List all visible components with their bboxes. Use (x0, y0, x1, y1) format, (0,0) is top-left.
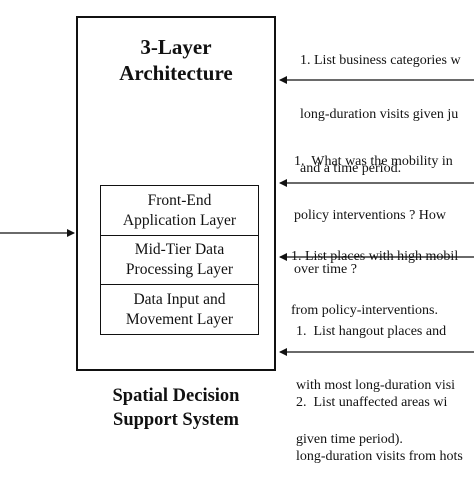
mid-tier-data-processing-layer: Mid-Tier Data Processing Layer (100, 235, 259, 285)
query-line: 1. List business categories w (300, 53, 461, 68)
system-title: Spatial Decision Support System (76, 384, 276, 432)
query-text-5: 2. List unaffected areas wi long-duratio… (296, 358, 463, 484)
architecture-title-line1: 3-Layer (140, 35, 212, 59)
system-title-line1: Spatial Decision (112, 386, 240, 406)
query-line: 1. What was the mobility in (294, 154, 453, 169)
query-text-1: 1. List business categories w long-durat… (300, 16, 461, 196)
architecture-title-line2: Architecture (119, 61, 233, 85)
query-line: 1. List places with high mobil (291, 249, 459, 264)
architecture-title: 3-Layer Architecture (76, 34, 276, 86)
query-line: with most long-duration visi (296, 378, 456, 393)
query-line: policy interventions ? How (294, 208, 447, 223)
connector-arrows (0, 76, 474, 356)
architecture-box (76, 16, 276, 371)
front-end-application-layer: Front-End Application Layer (100, 185, 259, 236)
layer-label-line2: Processing Layer (125, 261, 234, 278)
query-line: 2. List unaffected areas wi (296, 395, 448, 410)
query-line: 1. List hangout places and (296, 324, 447, 339)
layer-label-line1: Mid-Tier Data (134, 241, 225, 258)
query-line: given time period). (296, 432, 403, 447)
query-line: over time ? (294, 262, 357, 277)
query-text-2: 1. What was the mobility in policy inter… (294, 117, 453, 297)
layer-label-line1: Data Input and (133, 290, 226, 308)
layer-label-line1: Front-End (147, 191, 212, 209)
layer-label-line2: Movement Layer (125, 310, 234, 328)
query-line: long-duration visits given ju (300, 107, 459, 122)
query-line: long-duration visits from hots (296, 449, 463, 464)
query-line: from policy-interventions. (291, 303, 438, 318)
query-text-4: 1. List hangout places and with most lon… (296, 287, 455, 467)
layer-label-line2: Application Layer (122, 211, 237, 229)
query-line: and a time period. (300, 161, 402, 176)
system-title-line2: Support System (113, 410, 239, 430)
data-input-movement-layer: Data Input and Movement Layer (100, 284, 259, 335)
query-text-3: 1. List places with high mobil from poli… (291, 212, 458, 338)
